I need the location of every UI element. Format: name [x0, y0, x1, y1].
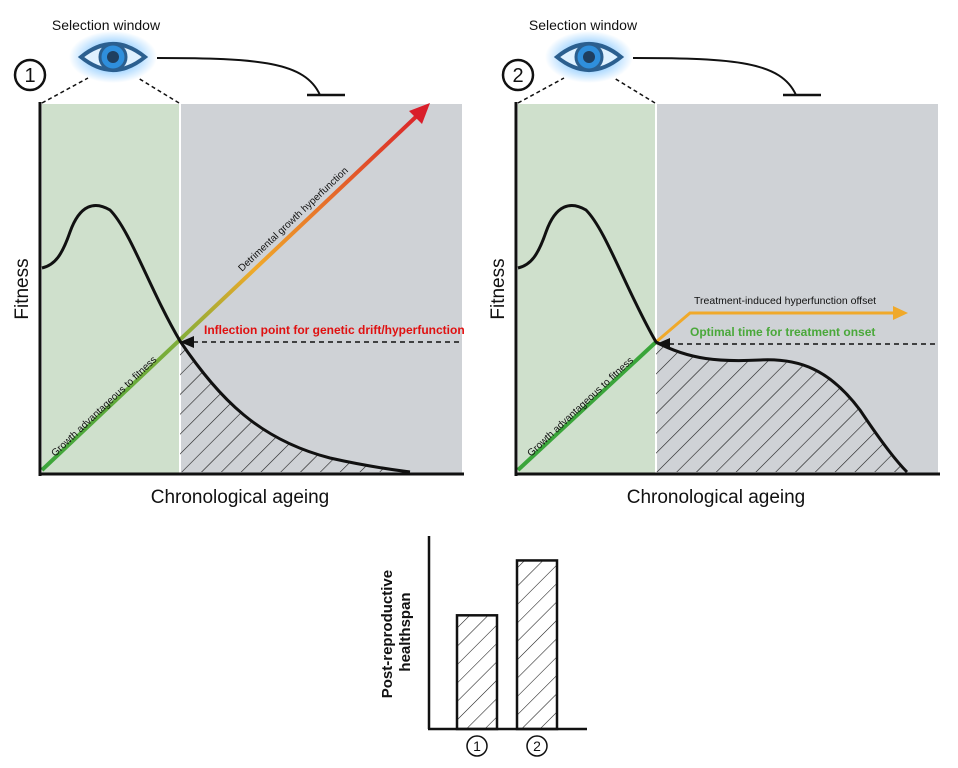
fitness-curve: [41, 204, 411, 474]
hatched-area: [180, 341, 410, 472]
bar-chart-y-label-line2: healthspan: [397, 592, 414, 671]
panel-badge-number: 1: [24, 65, 35, 87]
bars-group: [455, 559, 559, 731]
bar-tick-badge: [526, 735, 548, 757]
x-axis-label: Chronological ageing: [151, 487, 330, 508]
treatment-onset-label: Optimal time for treatment onset: [690, 325, 875, 339]
eye-icon: [69, 31, 157, 83]
selection-window-region: [42, 104, 180, 474]
hyperfunction-arrowhead: [409, 103, 430, 124]
panel-2: 2 Selection window Fitness Chronological…: [488, 17, 940, 508]
treatment-offset-arrow: [655, 311, 895, 344]
inflection-label: Inflection point for genetic drift/hyper…: [204, 323, 465, 337]
x-axis-label: Chronological ageing: [627, 487, 806, 508]
hatched-area: [656, 342, 907, 472]
treatment-arrowhead: [656, 338, 670, 350]
inhibition-connector: [156, 57, 321, 96]
inflection-arrowhead: [180, 336, 194, 348]
panel-badge: [501, 58, 535, 92]
window-cone-left: [41, 77, 89, 104]
panel-badge-number: 2: [512, 65, 523, 87]
panel-badge: [13, 58, 47, 92]
inhibition-connector: [632, 57, 797, 96]
bar-1: [455, 614, 499, 731]
selection-window-label: Selection window: [529, 17, 638, 33]
y-axis-label: Fitness: [488, 258, 509, 319]
window-cone-right: [613, 77, 656, 104]
window-cone-left: [517, 77, 565, 104]
selection-window-region: [518, 104, 656, 474]
selection-window-label: Selection window: [52, 17, 161, 33]
bar-chart-y-label-line1: Post-reproductive: [379, 570, 396, 698]
treatment-offset-label: Treatment-induced hyperfunction offset: [694, 295, 876, 307]
treatment-offset-arrowhead: [893, 306, 908, 320]
bar-chart-y-label: Post-reproductive healthspan: [379, 566, 414, 699]
panel-1: 1 Selection window Fitness Chronological…: [12, 17, 465, 508]
bar-tick-label: 2: [533, 738, 541, 754]
window-cone-right: [137, 77, 180, 104]
eye-icon: [545, 31, 633, 83]
bar-tick-label: 1: [473, 738, 481, 754]
bar-2: [515, 559, 559, 731]
growth-diagonal: [40, 111, 422, 472]
y-axis-label: Fitness: [12, 258, 33, 319]
growth-diagonal: [516, 340, 658, 472]
bar-tick-badge: [466, 735, 488, 757]
